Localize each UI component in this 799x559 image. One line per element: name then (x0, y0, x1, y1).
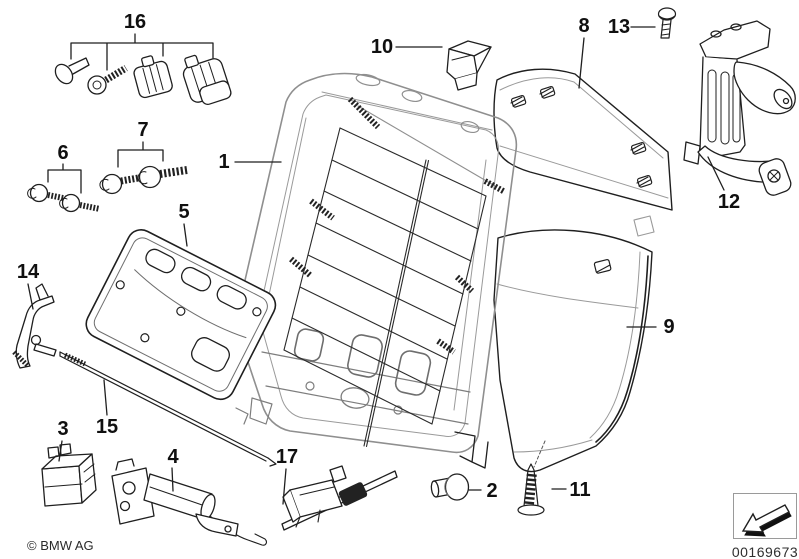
part-2-plug (430, 473, 470, 501)
callout-5[interactable]: 5 (178, 201, 190, 223)
callout-15[interactable]: 15 (95, 416, 119, 438)
callout-12[interactable]: 12 (717, 191, 741, 213)
callout-3[interactable]: 3 (57, 418, 69, 440)
part-9-rear-panel (493, 215, 655, 473)
part-12-headrest-guide-drive (683, 20, 796, 196)
part-13-screw (657, 7, 677, 39)
part-1-backrest-frame (235, 72, 518, 469)
part-5-backrest-panel (85, 229, 277, 401)
callout-10[interactable]: 10 (370, 36, 394, 58)
callout-16[interactable]: 16 (123, 11, 147, 33)
callout-6[interactable]: 6 (57, 142, 69, 164)
part-11-screw (517, 440, 546, 516)
callout-17[interactable]: 17 (275, 446, 299, 468)
callout-14[interactable]: 14 (16, 261, 40, 283)
part-17-actuating-rod (281, 465, 398, 531)
callout-4[interactable]: 4 (167, 446, 179, 468)
part-3-control-module (41, 443, 97, 507)
callout-8[interactable]: 8 (578, 15, 590, 37)
callout-1[interactable]: 1 (218, 151, 230, 173)
callout-11[interactable]: 11 (569, 479, 591, 501)
callout-9[interactable]: 9 (663, 316, 675, 338)
callout-2[interactable]: 2 (486, 480, 498, 502)
callout-13[interactable]: 13 (607, 16, 631, 38)
part-6-screws (27, 183, 101, 213)
part-14-release-lever (12, 283, 57, 369)
direction-arrow-icon (741, 504, 792, 537)
part-7-bolts (99, 165, 188, 195)
part-8-upper-rear-panel (493, 68, 673, 211)
diagram-ref-box (733, 493, 797, 539)
document-id: 00169673 (731, 544, 799, 559)
part-10-clip (446, 40, 492, 91)
leader-lines (27, 26, 725, 505)
part-16-fastener-set (54, 54, 232, 106)
part-15-rod (59, 351, 277, 467)
part-4-drive-motor (111, 458, 267, 546)
callout-7[interactable]: 7 (137, 119, 149, 141)
copyright-notice: © BMW AG (27, 538, 94, 553)
